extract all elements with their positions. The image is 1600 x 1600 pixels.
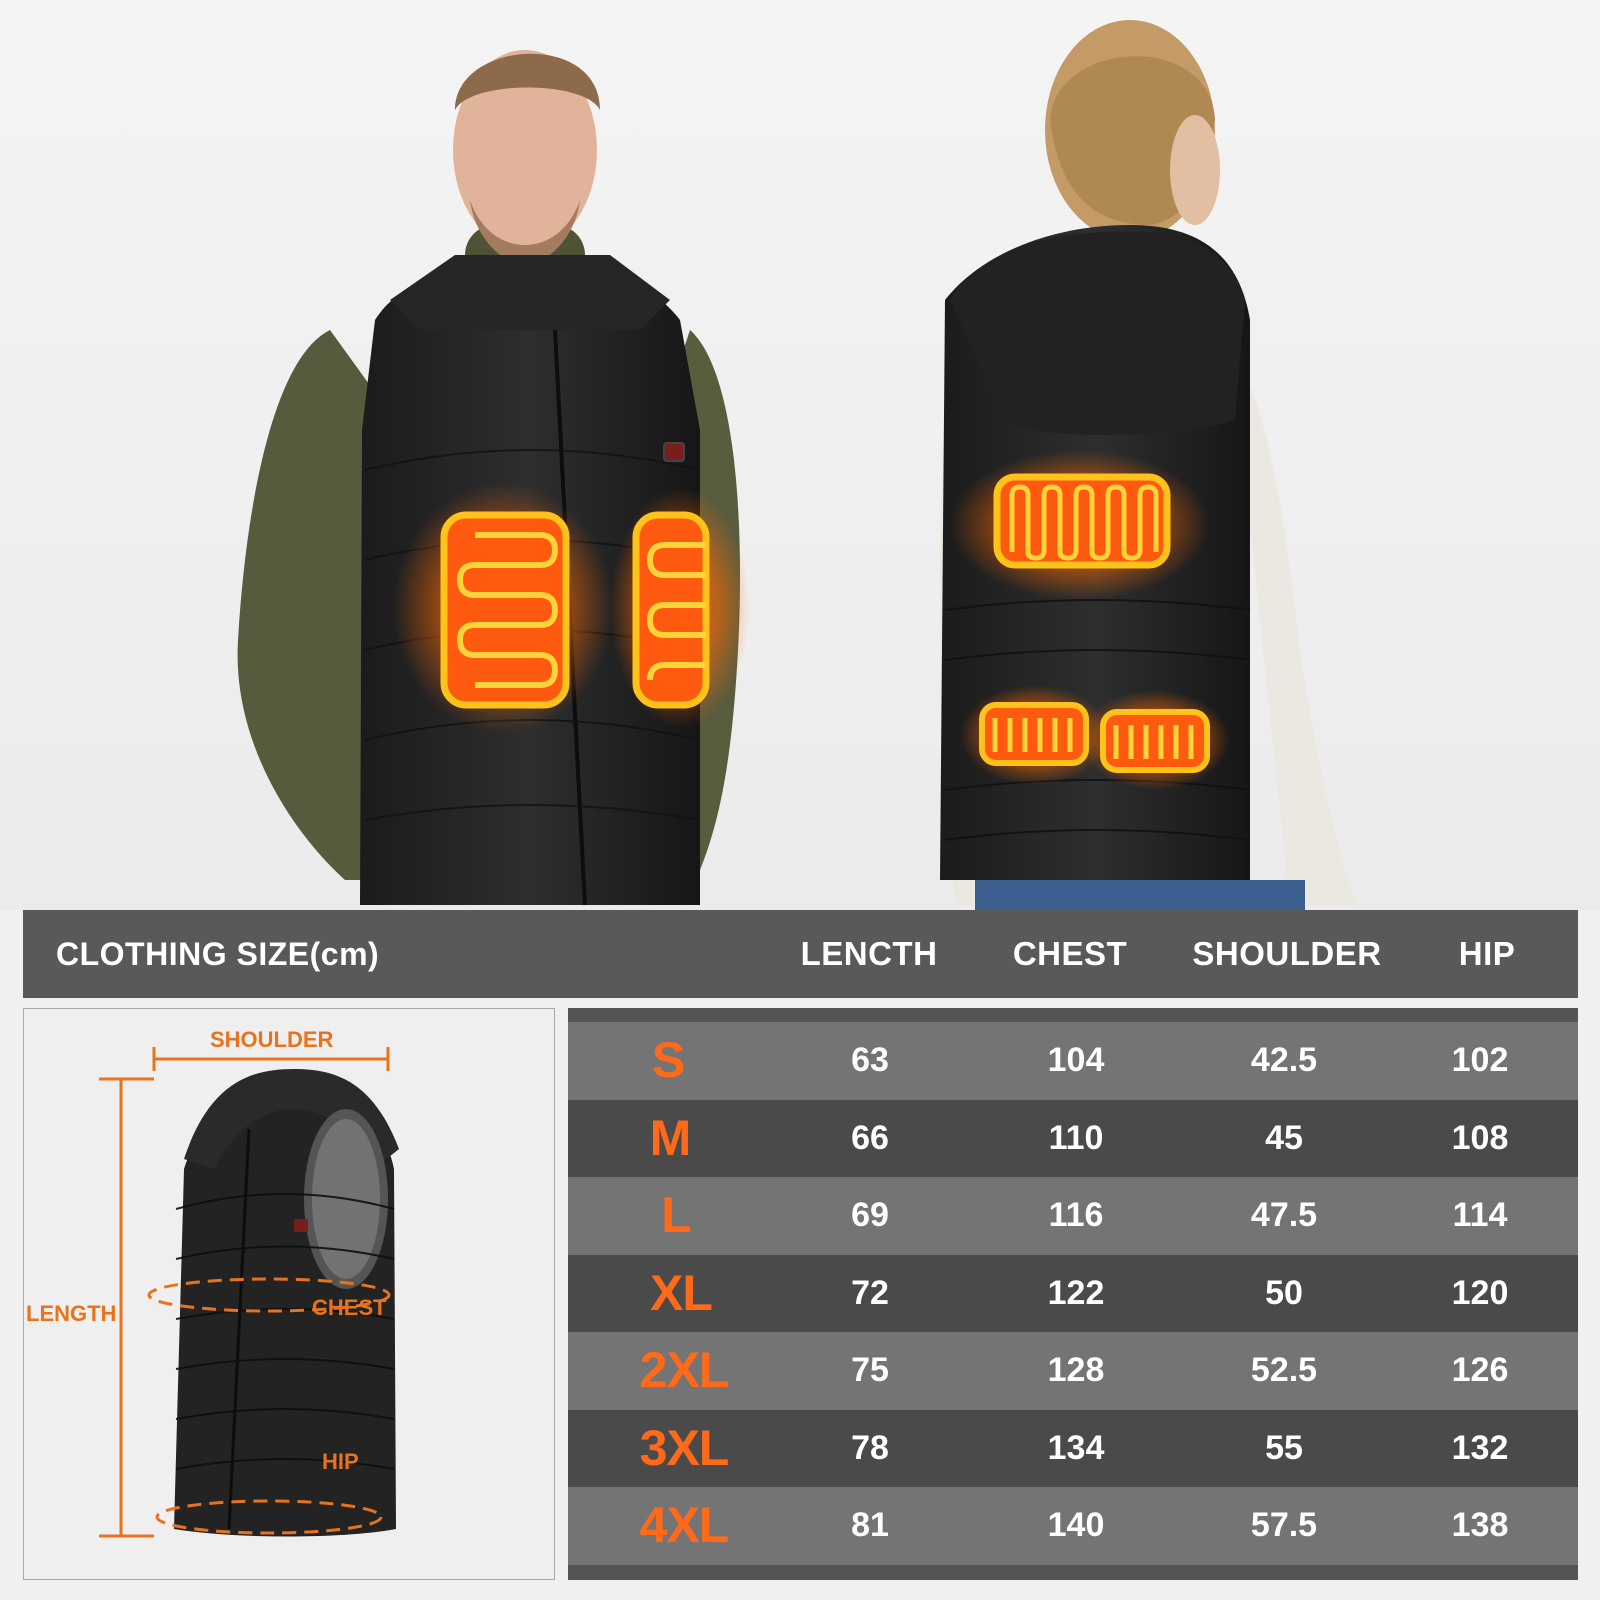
size-label: S [651, 1032, 685, 1088]
chest-label: CHEST [312, 1295, 387, 1320]
product-photo [0, 0, 1600, 910]
size-table-header: CLOTHING SIZE(cm) LENCTH CHEST SHOULDER … [23, 910, 1578, 998]
shoulder-value: 52.5 [1250, 1351, 1318, 1389]
shoulder-value: 47.5 [1250, 1196, 1318, 1234]
shoulder-value: 42.5 [1250, 1041, 1318, 1079]
length-value: 75 [851, 1351, 889, 1389]
chest-value: 128 [1047, 1351, 1105, 1389]
chest-value: 104 [1047, 1041, 1105, 1079]
hip-value: 138 [1451, 1506, 1509, 1544]
chest-value: 140 [1047, 1506, 1105, 1544]
table-row: XL 72 122 50 120 [568, 1254, 1578, 1332]
table-row: 2XL 75 128 52.5 126 [568, 1332, 1578, 1410]
column-header-shoulder: SHOULDER [1192, 935, 1382, 972]
heated-vest-models-illustration [237, 20, 1355, 910]
length-value: 63 [851, 1041, 889, 1079]
size-label: XL [650, 1264, 713, 1321]
length-value: 66 [851, 1118, 889, 1157]
size-label: L [661, 1187, 692, 1243]
table-top-strip [568, 1008, 1578, 1022]
table-row: 3XL 78 134 55 132 [568, 1409, 1578, 1487]
chest-value: 110 [1048, 1118, 1104, 1157]
table-row: L 69 116 47.5 114 [568, 1177, 1578, 1255]
measurement-diagram: SHOULDER LENGTH CHEST HIP [23, 1008, 555, 1580]
chest-value: 134 [1047, 1428, 1105, 1467]
column-header-hip: HIP [1458, 935, 1516, 972]
hip-value: 120 [1451, 1273, 1509, 1312]
female-model [939, 20, 1355, 910]
size-table: S 63 104 42.5 102 M 66 110 45 108 L 69 1… [568, 1008, 1578, 1580]
hip-value: 114 [1452, 1196, 1508, 1234]
hip-label: HIP [322, 1449, 359, 1474]
table-row: M 66 110 45 108 [568, 1099, 1578, 1177]
length-value: 72 [851, 1273, 889, 1312]
table-row: S 63 104 42.5 102 [568, 1022, 1578, 1100]
length-label: LENGTH [26, 1301, 117, 1326]
male-model [237, 50, 750, 906]
size-label: 3XL [639, 1419, 730, 1476]
hip-value: 102 [1451, 1041, 1509, 1079]
hip-value: 126 [1451, 1351, 1509, 1389]
hip-value: 132 [1451, 1428, 1509, 1467]
clothing-size-title: CLOTHING SIZE(cm) [56, 936, 380, 972]
column-header-chest: CHEST [1012, 935, 1128, 972]
shoulder-label: SHOULDER [210, 1027, 334, 1052]
size-label: M [649, 1109, 692, 1166]
size-label: 4XL [639, 1497, 730, 1553]
column-header-length: LENCTH [800, 935, 938, 972]
shoulder-value: 50 [1265, 1273, 1303, 1312]
table-row: 4XL 81 140 57.5 138 [568, 1487, 1578, 1565]
hip-value: 108 [1451, 1118, 1509, 1157]
length-value: 69 [851, 1196, 889, 1234]
shoulder-value: 55 [1265, 1428, 1303, 1467]
size-label: 2XL [639, 1342, 730, 1398]
shoulder-value: 45 [1265, 1118, 1303, 1157]
length-value: 81 [851, 1506, 889, 1544]
length-value: 78 [851, 1428, 889, 1467]
chest-value: 116 [1048, 1196, 1104, 1234]
shoulder-value: 57.5 [1250, 1506, 1318, 1544]
chest-value: 122 [1047, 1273, 1105, 1312]
vest-measurement-illustration [99, 1047, 399, 1538]
